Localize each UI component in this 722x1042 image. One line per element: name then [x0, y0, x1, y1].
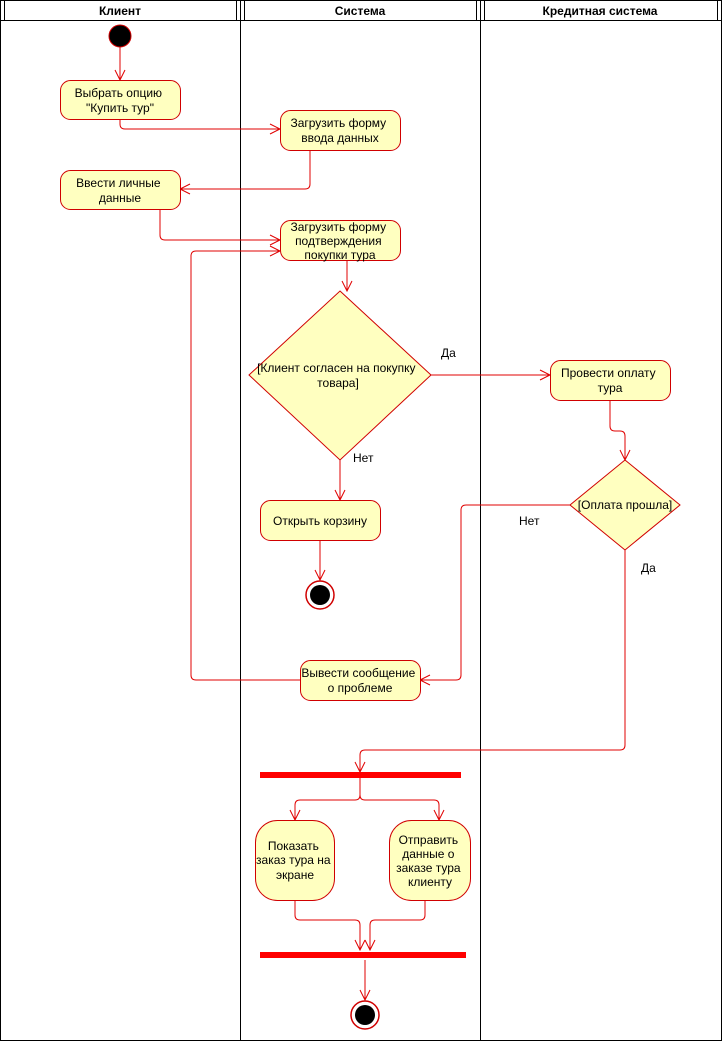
activity-pay-tour: Провести оплату тура — [550, 360, 671, 401]
final-node — [350, 1000, 380, 1030]
svg-text:[Оплата прошла]: [Оплата прошла] — [578, 498, 672, 512]
activity-label-line: заказе тура — [396, 861, 461, 875]
svg-text:Загрузить форму подтверж: Загрузить форму подтверждения покупки ту… — [290, 220, 389, 262]
activity-label-line: о проблеме — [328, 681, 393, 695]
activity-label-line: данные о — [402, 847, 455, 861]
edge-enter-data-to-confirm-form — [159, 209, 280, 241]
decision-payment-passed: [Оплата прошла] — [569, 459, 681, 551]
edge-payment-no-to-problem — [420, 504, 570, 681]
arrowhead — [314, 569, 326, 582]
arrowhead — [364, 939, 376, 952]
guard-agree-no: Нет — [353, 451, 374, 465]
lane-title-client: Клиент — [99, 4, 141, 18]
activity-label-line: экране — [276, 868, 314, 882]
edge-problem-to-confirm-form — [190, 250, 300, 681]
arrowhead — [359, 989, 371, 1002]
activity-label-line: Загрузить форму — [290, 220, 386, 234]
arrowhead — [354, 939, 366, 952]
svg-text:Открыть корзину: Открыть корзину — [273, 514, 367, 528]
activity-label-line: Открыть корзину — [273, 514, 367, 528]
activity-show-problem: Вывести сообщение о проблеме — [300, 660, 421, 701]
edge-show-order-to-join — [294, 900, 361, 950]
activity-send-order: Отправить данные о заказе тура клиенту — [389, 820, 471, 901]
activity-label-line: ввода данных — [301, 131, 379, 145]
activity-load-confirm-form: Загрузить форму подтверждения покупки ту… — [280, 220, 401, 262]
activity-show-order: Показать заказ тура на экране — [255, 820, 335, 901]
activity-label-line: клиенту — [408, 875, 452, 889]
activity-label-line: Вывести сообщение — [301, 666, 415, 680]
activity-label-line: тура — [598, 381, 623, 395]
activity-label-line: покупки тура — [304, 248, 376, 262]
activity-enter-personal-data: Ввести личные данные — [60, 170, 181, 210]
lane-title-credit-system: Кредитная система — [543, 4, 658, 18]
initial-node — [108, 24, 132, 48]
join-bar — [260, 952, 466, 958]
guard-agree-yes: Да — [441, 346, 456, 360]
svg-text:[Клиент согласен на покупку: [Клиент согласен на покупку товара] — [257, 361, 419, 390]
decision-label-line: [Оплата прошла] — [578, 498, 672, 512]
activity-label-line: Ввести личные — [76, 176, 161, 190]
svg-text:Отправить данные о: Отправить данные о заказе тура клиенту — [396, 833, 464, 889]
edge-choose-to-load-form — [119, 119, 280, 130]
activity-open-cart: Открыть корзину — [260, 500, 381, 541]
activity-label-line: заказ тура на — [256, 853, 331, 867]
edge-pay-to-payment-decision — [609, 400, 626, 460]
arrowhead — [269, 245, 282, 257]
svg-text:Провести оплату тура: Провести оплату тура — [561, 366, 659, 395]
edge-fork-to-show-order — [294, 778, 361, 820]
guard-payment-no: Нет — [519, 514, 540, 528]
arrowhead — [341, 280, 353, 293]
activity-label-line: подтверждения — [295, 234, 382, 248]
lane-title-system: Система — [335, 4, 386, 18]
svg-text:Вывести сообщение о проб: Вывести сообщение о проблеме — [301, 666, 418, 695]
activity-label-line: данные — [99, 191, 142, 205]
decision-label-line: [Клиент согласен на покупку — [257, 361, 415, 375]
activity-label-line: Показать — [268, 839, 319, 853]
activity-label-line: "Купить тур" — [86, 101, 154, 115]
svg-text:Ввести личные данные: Ввести личные данные — [76, 176, 164, 205]
activity-label-line: Отправить — [399, 833, 459, 847]
svg-text:Выбрать опцию "Купить ту: Выбрать опцию "Купить тур" — [75, 86, 166, 115]
decision-label-line: товара] — [317, 376, 359, 390]
edge-send-order-to-join — [369, 900, 426, 950]
fork-bar — [260, 772, 461, 778]
svg-text:Показать заказ тура на: Показать заказ тура на экране — [256, 839, 334, 882]
decision-client-agrees: [Клиент согласен на покупку товара] — [248, 290, 432, 461]
activity-label-line: Выбрать опцию — [75, 86, 162, 100]
activity-label-line: Загрузить форму — [290, 116, 386, 130]
svg-text:Загрузить форму ввода да: Загрузить форму ввода данных — [290, 116, 389, 145]
guard-payment-yes: Да — [641, 561, 656, 575]
activity-load-input-form: Загрузить форму ввода данных — [280, 110, 401, 151]
edge-payment-yes-to-fork — [359, 550, 626, 772]
activity-choose-option: Выбрать опцию "Купить тур" — [60, 80, 181, 120]
edge-load-form-to-enter-data — [180, 150, 311, 190]
activity-label-line: Провести оплату — [561, 366, 656, 380]
edge-fork-to-send-order — [359, 778, 440, 820]
final-node-cart — [305, 580, 335, 610]
